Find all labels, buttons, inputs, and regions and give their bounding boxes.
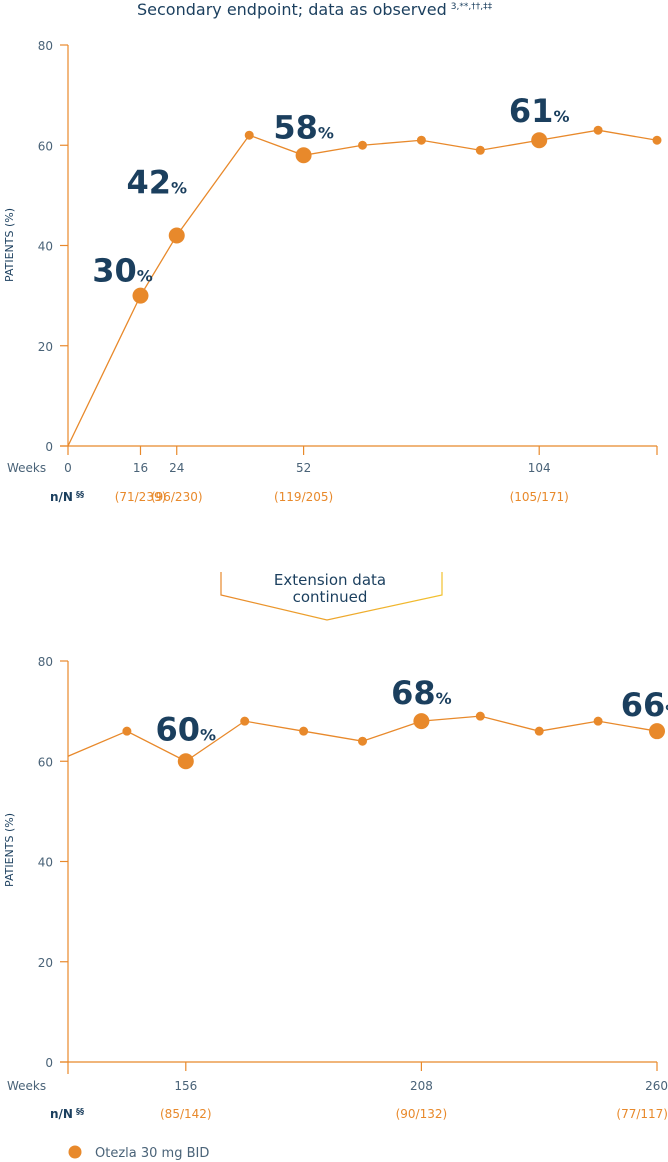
y-axis-title: PATIENTS (%) xyxy=(3,813,16,887)
x-axis-title: Weeks xyxy=(7,1079,46,1093)
data-label-unit: % xyxy=(137,267,153,286)
extension-label-line1: Extension data xyxy=(274,571,386,589)
data-label-unit: % xyxy=(171,178,187,197)
data-label-unit: % xyxy=(553,107,569,126)
nN-value: (71/239) xyxy=(115,490,167,504)
x-tick-label: 260 xyxy=(645,1079,668,1093)
legend-marker xyxy=(68,1145,82,1159)
y-tick-label: 40 xyxy=(38,856,53,870)
highlight-point xyxy=(413,713,430,730)
highlight-point xyxy=(295,147,312,164)
y-tick-label: 20 xyxy=(38,956,53,970)
y-axis-title: PATIENTS (%) xyxy=(3,208,16,282)
data-point xyxy=(475,711,485,721)
nN-footnote: §§ xyxy=(76,490,84,499)
nN-value: (90/132) xyxy=(396,1107,448,1121)
data-point xyxy=(534,726,544,736)
highlight-point xyxy=(177,753,194,770)
data-label-unit: % xyxy=(318,123,334,142)
y-tick-label: 20 xyxy=(38,340,53,354)
x-tick-label: 104 xyxy=(528,461,551,475)
x-tick-label: 16 xyxy=(133,461,148,475)
nN-value: (119/205) xyxy=(274,490,333,504)
highlight-point xyxy=(649,723,665,740)
data-point xyxy=(652,135,662,145)
y-tick-label: 60 xyxy=(38,755,53,769)
highlight-point xyxy=(168,227,185,244)
y-tick-label: 80 xyxy=(38,655,53,669)
y-tick-label: 40 xyxy=(38,240,53,254)
data-point xyxy=(416,135,426,145)
nN-value: (85/142) xyxy=(160,1107,212,1121)
y-tick-label: 80 xyxy=(38,39,53,53)
x-tick-label: 208 xyxy=(410,1079,433,1093)
nN-label: n/N§§ xyxy=(50,1107,84,1121)
x-tick-label: 52 xyxy=(296,461,311,475)
data-label: 58% xyxy=(273,108,334,146)
extension-bracket xyxy=(220,572,443,621)
data-point xyxy=(475,145,485,155)
data-label-unit: % xyxy=(436,689,452,708)
data-label: 42% xyxy=(126,163,187,201)
data-label: 61% xyxy=(509,92,570,130)
extension-label-line2: continued xyxy=(293,588,368,606)
nN-value: (105/171) xyxy=(510,490,569,504)
data-label-unit: % xyxy=(200,725,216,744)
data-label-unit: % xyxy=(665,701,668,720)
data-label: 68% xyxy=(391,674,452,712)
data-point xyxy=(122,726,132,736)
nN-value: (77/117) xyxy=(616,1107,668,1121)
nN-label: n/N§§ xyxy=(50,490,84,504)
highlight-point xyxy=(132,287,149,304)
data-point xyxy=(299,726,309,736)
data-point xyxy=(358,140,367,150)
data-point xyxy=(593,716,603,726)
y-tick-label: 60 xyxy=(38,139,53,153)
x-axis-title: Weeks xyxy=(7,461,46,475)
nN-footnote: §§ xyxy=(76,1107,84,1116)
data-label: 66% xyxy=(621,686,668,724)
data-point xyxy=(244,130,254,140)
x-tick-label: 156 xyxy=(174,1079,197,1093)
data-point xyxy=(593,125,603,135)
x-tick-label: 0 xyxy=(64,461,72,475)
data-point xyxy=(358,736,367,746)
legend-label: Otezla 30 mg BID xyxy=(95,1146,209,1161)
y-tick-label: 0 xyxy=(45,440,53,454)
nN-value: (96/230) xyxy=(151,490,203,504)
data-label: 30% xyxy=(92,252,153,290)
highlight-point xyxy=(531,132,548,149)
x-tick-label: 24 xyxy=(169,461,184,475)
data-label: 60% xyxy=(156,710,217,748)
y-tick-label: 0 xyxy=(45,1056,53,1070)
data-point xyxy=(240,716,250,726)
